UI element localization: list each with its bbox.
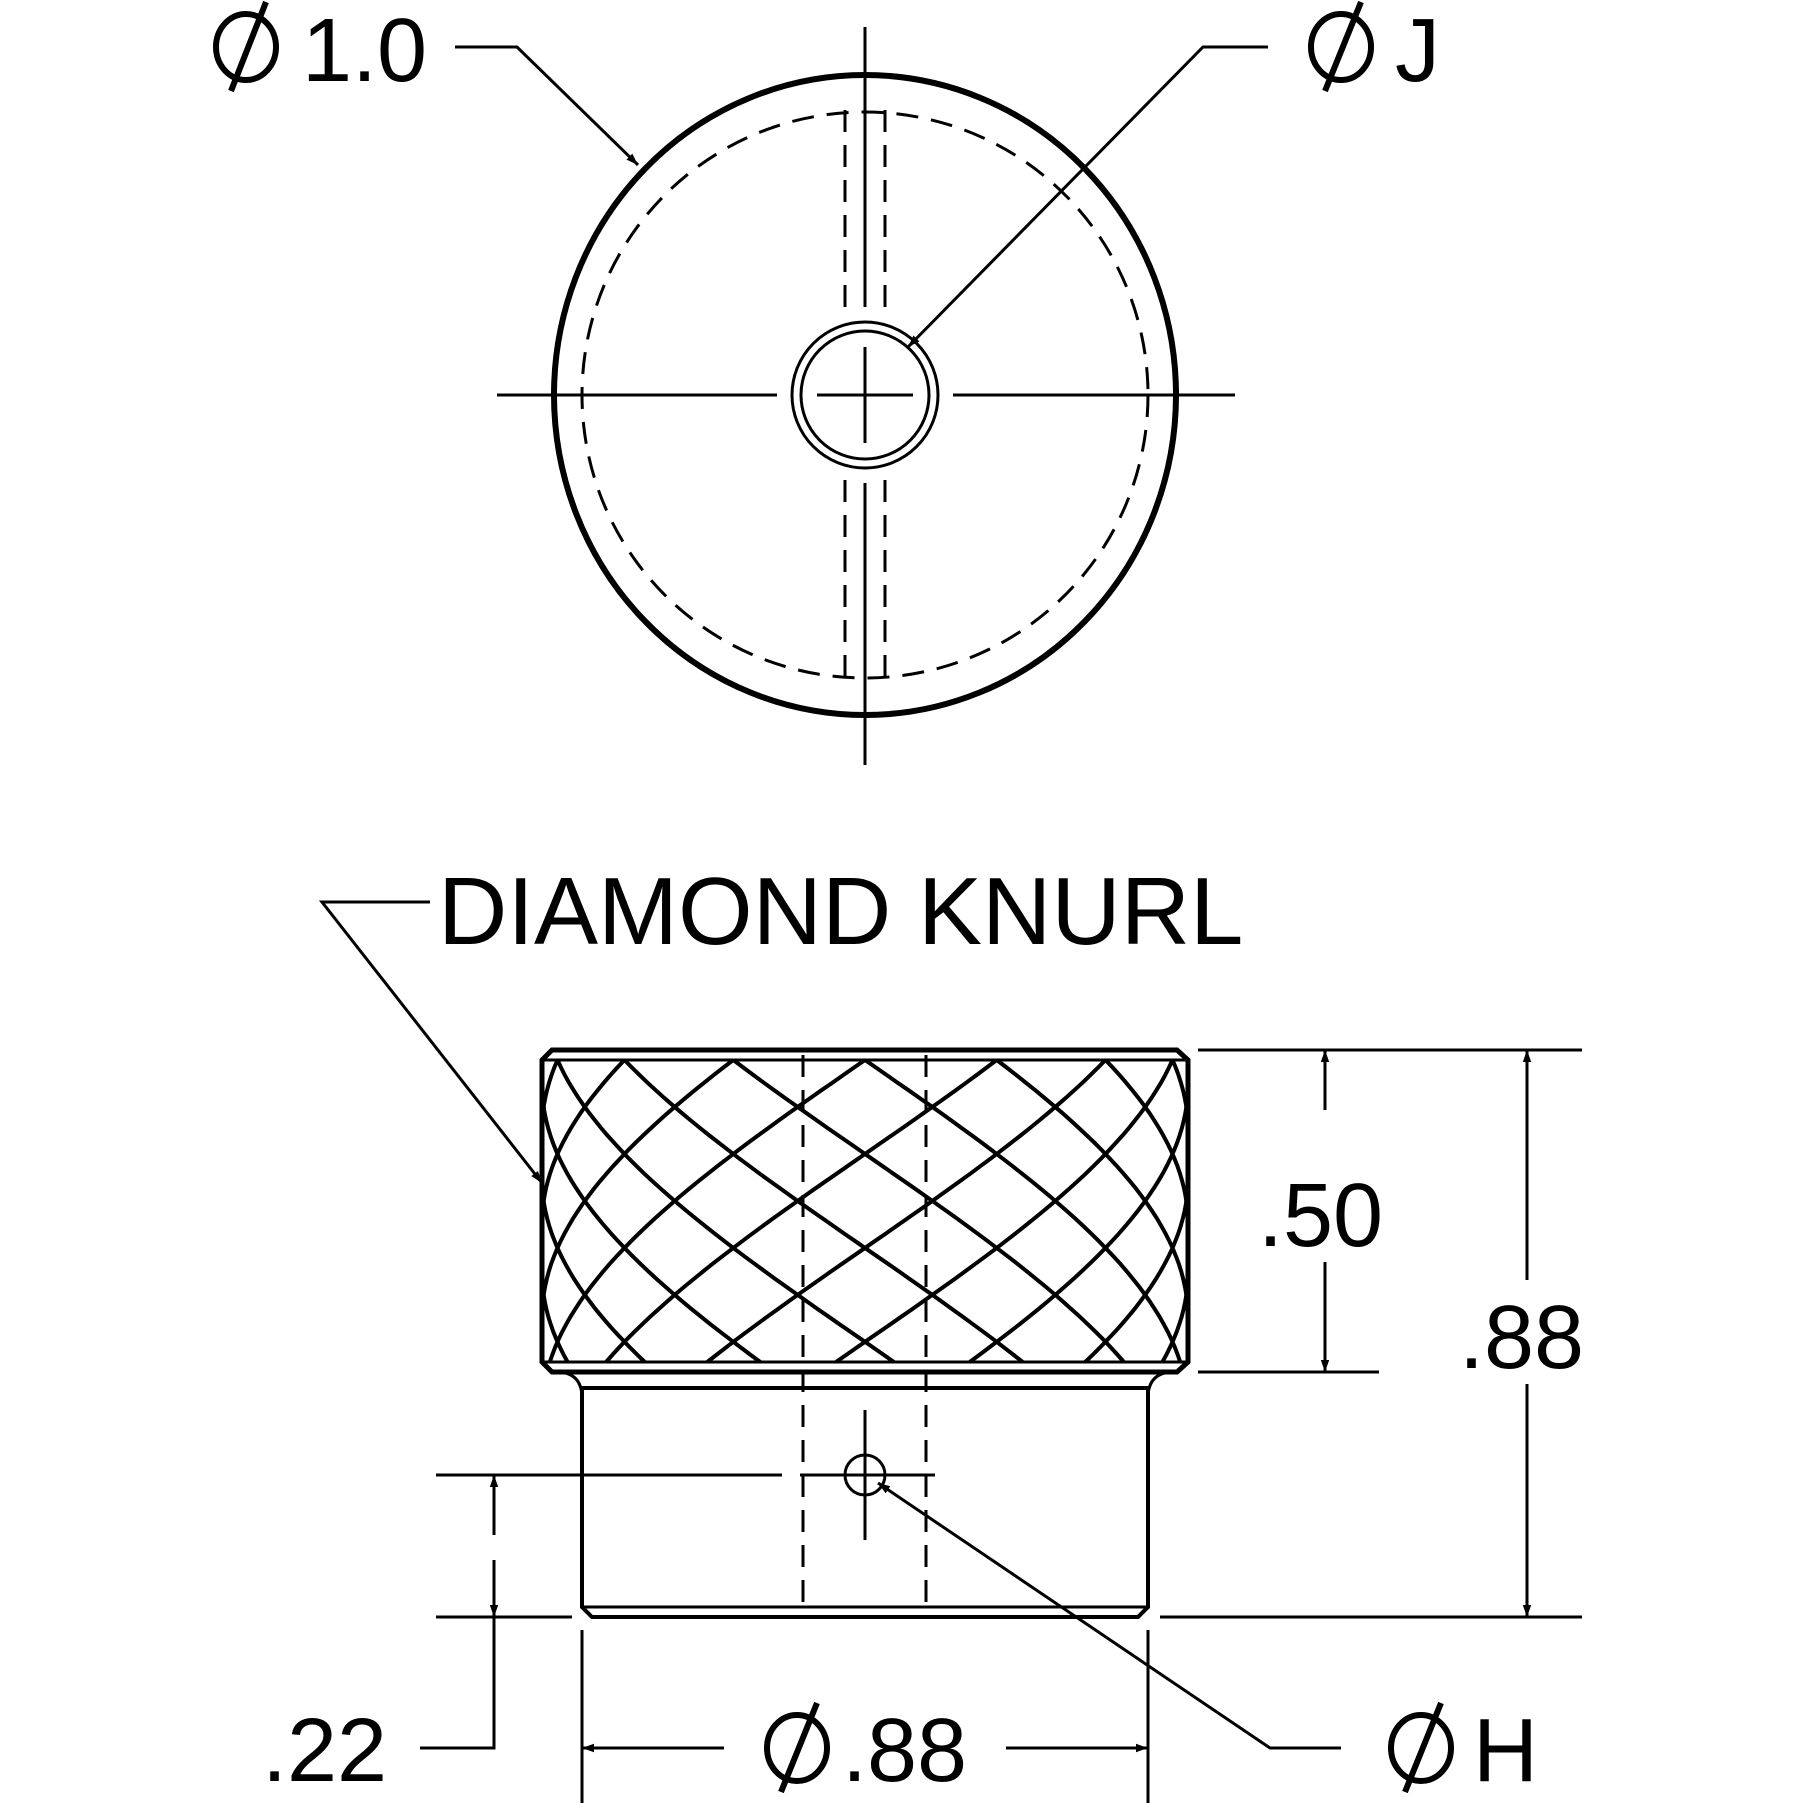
knurl-line	[706, 1058, 1107, 1364]
cross-hole-diameter-callout: H	[1388, 1701, 1538, 1801]
knurl-height-label: .50	[1258, 1166, 1383, 1266]
overall-height-label: .88	[1459, 1288, 1584, 1388]
knurl-line	[995, 1058, 1190, 1317]
cross-hole-diameter-label: H	[1473, 1701, 1538, 1801]
knurl-line	[547, 1058, 867, 1363]
knurl-line	[540, 1058, 626, 1219]
knurl-line	[834, 1059, 1175, 1364]
side-view	[318, 900, 1582, 1803]
shank-diameter-callout: .88	[764, 1701, 967, 1801]
outer-diameter-label: 1.0	[302, 1, 427, 101]
hole-diameter-callout: J	[1308, 0, 1440, 101]
hidden-cross-hole-lines	[843, 110, 887, 680]
shank-diameter-label: .88	[842, 1701, 967, 1801]
cross-hole-diameter-leader	[877, 1481, 1341, 1750]
center-lines	[497, 27, 1235, 765]
extension-lines	[436, 1048, 1582, 1803]
diameter-symbol-icon	[1388, 1701, 1454, 1794]
knurl-line	[1104, 1058, 1190, 1219]
outer-diameter-leader	[455, 45, 640, 167]
knurl-line	[604, 1058, 998, 1364]
knurl-line	[540, 1059, 560, 1129]
hidden-bore-lines	[801, 1055, 928, 1612]
hole-diameter-leader	[906, 45, 1268, 349]
knurl-line	[555, 1059, 896, 1364]
knurl-line	[623, 1058, 1024, 1364]
knurl-line	[540, 1058, 735, 1317]
knurl-pattern	[540, 1058, 1190, 1364]
cross-hole-height-dimension	[420, 1475, 499, 1750]
hole-diameter-label: J	[1395, 1, 1440, 101]
knurl-line	[863, 1058, 1183, 1363]
knurl-line	[540, 1278, 570, 1363]
diameter-symbol-icon	[213, 0, 279, 93]
knurl-head-outline	[539, 1047, 1191, 1375]
hole-inner-circle	[799, 329, 931, 461]
diameter-symbol-icon	[1308, 0, 1374, 93]
top-view	[455, 27, 1268, 765]
cross-hole-height-label: .22	[262, 1701, 387, 1801]
knurl-line	[1083, 1180, 1190, 1364]
outer-diameter-callout: 1.0	[213, 0, 427, 101]
knurl-line	[968, 1090, 1190, 1364]
diameter-symbol-icon	[764, 1701, 830, 1794]
knurl-line	[1170, 1059, 1190, 1129]
knurl-line	[540, 1090, 762, 1364]
hole-outer-circle	[790, 320, 940, 470]
knurl-line	[540, 1180, 647, 1364]
knurl-callout-leader	[318, 900, 544, 1184]
knurl-callout-label: DIAMOND KNURL	[438, 858, 1243, 965]
